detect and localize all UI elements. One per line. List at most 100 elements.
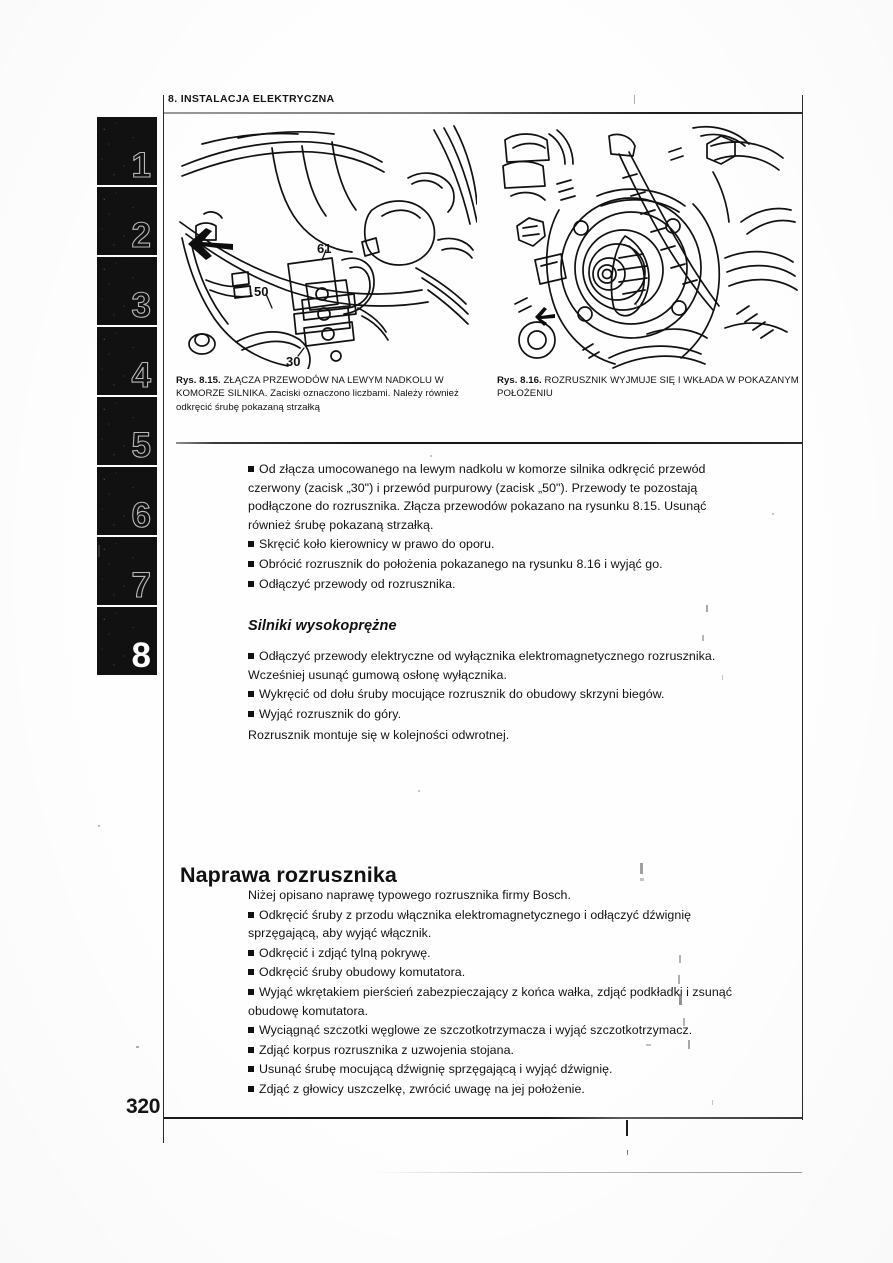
index-tab-label: 3 [131, 286, 152, 325]
index-tab-strip: 1 2 3 4 5 6 7 8 [97, 117, 157, 677]
callout-arrow [188, 228, 233, 260]
page-number: 320 [126, 1095, 161, 1118]
scan-speckle [97, 467, 157, 535]
footer-tick-dot [627, 1150, 628, 1155]
bullet-text: Odłączyć przewody od rozrusznika. [259, 576, 456, 591]
bullet-paragraph: Wyciągnąć szczotki węglowe ze szczotkotr… [248, 1021, 740, 1040]
square-bullet-icon [248, 1066, 254, 1073]
callout-arrow-small [535, 307, 555, 326]
bullet-text: Wykręcić od dołu śruby mocujące rozruszn… [259, 687, 665, 702]
scan-artifact [712, 1100, 713, 1105]
figure-caption-rys-8-16: Rys. 8.16. ROZRUSZNIK WYJMUJE SIĘ I WKŁA… [497, 374, 802, 436]
scan-artifact [430, 455, 432, 457]
square-bullet-icon [248, 1027, 254, 1034]
index-tab-2[interactable]: 2 [97, 187, 157, 255]
index-tab-1[interactable]: 1 [97, 117, 157, 185]
bullet-text: Zdjąć z głowicy uszczelkę, zwrócić uwagę… [259, 1081, 585, 1096]
bullet-paragraph: Wyjąć wkrętakiem pierścień zabezpieczają… [248, 983, 740, 1020]
square-bullet-icon [248, 969, 254, 976]
bullet-paragraph: Odkręcić śruby obudowy komutatora. [248, 963, 740, 982]
bullet-text: Skręcić koło kierownicy w prawo do oporu… [259, 537, 495, 552]
bullet-text: Odkręcić śruby obudowy komutatora. [259, 965, 466, 980]
footer-tick-mark [626, 1120, 628, 1136]
square-bullet-icon [248, 1046, 254, 1053]
column-rule-left [163, 95, 164, 1143]
bullet-text: Odłączyć przewody elektryczne od wyłączn… [248, 649, 716, 682]
scan-speckle [97, 187, 157, 255]
bullet-paragraph: Wykręcić od dołu śruby mocujące rozruszn… [248, 685, 734, 704]
body-text-column-top: Od złącza umocowanego na lewym nadkolu w… [248, 460, 734, 745]
index-tab-6[interactable]: 6 [97, 467, 157, 535]
starter-motor-line-drawing [502, 125, 798, 369]
bullet-paragraph: Zdjąć z głowicy uszczelkę, zwrócić uwagę… [248, 1080, 740, 1099]
square-bullet-icon [248, 1085, 254, 1092]
scan-speckle [97, 537, 157, 605]
bullet-paragraph: Od złącza umocowanego na lewym nadkolu w… [248, 460, 734, 534]
index-tab-label: 5 [131, 426, 152, 465]
square-bullet-icon [248, 653, 254, 660]
square-bullet-icon [248, 988, 254, 995]
figure-caption-upper: ZŁĄCZA PRZEWODÓW NA LEWYM NADKOLU W KOMO… [176, 375, 444, 400]
bullet-text: Wyciągnąć szczotki węglowe ze szczotkotr… [259, 1023, 693, 1038]
square-bullet-icon [248, 541, 254, 548]
figure-divider-rule [176, 442, 802, 444]
bullet-text: Obrócić rozrusznik do położenia pokazane… [259, 556, 663, 571]
index-tab-label: 2 [131, 216, 152, 255]
bullet-paragraph: Obrócić rozrusznik do położenia pokazane… [248, 555, 734, 574]
figure-rys-8-16 [497, 118, 802, 369]
square-bullet-icon [248, 911, 254, 918]
figure-reference: Rys. 8.15. [176, 375, 221, 386]
bullet-text: Wyjąć wkrętakiem pierścień zabezpieczają… [248, 984, 732, 1018]
index-tab-label: 8 [131, 636, 151, 675]
figure-rys-8-15: 61 50 30 [176, 118, 477, 369]
square-bullet-icon [248, 560, 254, 567]
figure-caption-lower: Zaciski oznaczono liczbami. Należy równi… [176, 388, 459, 413]
figure-caption-rys-8-15: Rys. 8.15. ZŁĄCZA PRZEWODÓW NA LEWYM NAD… [176, 374, 477, 436]
bullet-text: Odkręcić śruby z przodu włącznika elektr… [248, 907, 692, 941]
bullet-text: Odkręcić i zdjąć tylną pokrywę. [259, 945, 431, 960]
header-rule [164, 112, 802, 114]
index-tab-label: 1 [131, 146, 152, 185]
index-tab-7[interactable]: 7 [97, 537, 157, 605]
scan-speckle [97, 117, 157, 185]
scan-artifact [418, 790, 420, 792]
figure-callout-61: 61 [317, 241, 331, 256]
figure-caption-row: Rys. 8.15. ZŁĄCZA PRZEWODÓW NA LEWYM NAD… [176, 374, 802, 436]
index-tab-label: 6 [131, 496, 152, 535]
intro-paragraph: Niżej opisano naprawę typowego rozruszni… [248, 888, 571, 902]
square-bullet-icon [248, 466, 254, 472]
index-tab-5[interactable]: 5 [97, 397, 157, 465]
bullet-paragraph: Wyjąć rozrusznik do góry. [248, 705, 734, 724]
square-bullet-icon [248, 691, 254, 698]
footer-rule-secondary [370, 1172, 802, 1173]
figure-callout-30: 30 [286, 354, 300, 369]
square-bullet-icon [248, 949, 254, 956]
scan-speckle [97, 257, 157, 325]
subheading-diesel-engines: Silniki wysokoprężne [248, 618, 397, 635]
index-tab-4[interactable]: 4 [97, 327, 157, 395]
bullet-paragraph: Odkręcić i zdjąć tylną pokrywę. [248, 944, 740, 963]
square-bullet-icon [248, 710, 254, 717]
index-tab-8[interactable]: 8 [97, 607, 157, 675]
bullet-paragraph: Zdjąć korpus rozrusznika z uzwojenia sto… [248, 1041, 740, 1060]
scan-artifact [98, 825, 100, 827]
figure-reference: Rys. 8.16. [497, 375, 542, 386]
note-paragraph: Rozrusznik montuje się w kolejności odwr… [248, 727, 510, 742]
bullet-paragraph: Odkręcić śruby z przodu włącznika elektr… [248, 906, 740, 943]
bullet-paragraph: Usunąć śrubę mocującą dźwignię sprzęgają… [248, 1060, 740, 1079]
scan-speckle [97, 327, 157, 395]
index-tab-3[interactable]: 3 [97, 257, 157, 325]
scan-speckle [97, 397, 157, 465]
bullet-text: Usunąć śrubę mocującą dźwignię sprzęgają… [259, 1062, 613, 1077]
scan-artifact [136, 1046, 139, 1048]
scan-speckle [97, 607, 157, 675]
bullet-paragraph: Odłączyć przewody od rozrusznika. [248, 575, 734, 594]
square-bullet-icon [248, 580, 254, 587]
bullet-text: Zdjąć korpus rozrusznika z uzwojenia sto… [259, 1042, 514, 1057]
scan-artifact [634, 95, 635, 104]
figure-row: 61 50 30 [176, 118, 802, 378]
body-text-column-bottom: Niżej opisano naprawę typowego rozruszni… [248, 886, 740, 1100]
column-rule-right [802, 95, 803, 1120]
bullet-text: Od złącza umocowanego na lewym nadkolu w… [248, 462, 707, 532]
